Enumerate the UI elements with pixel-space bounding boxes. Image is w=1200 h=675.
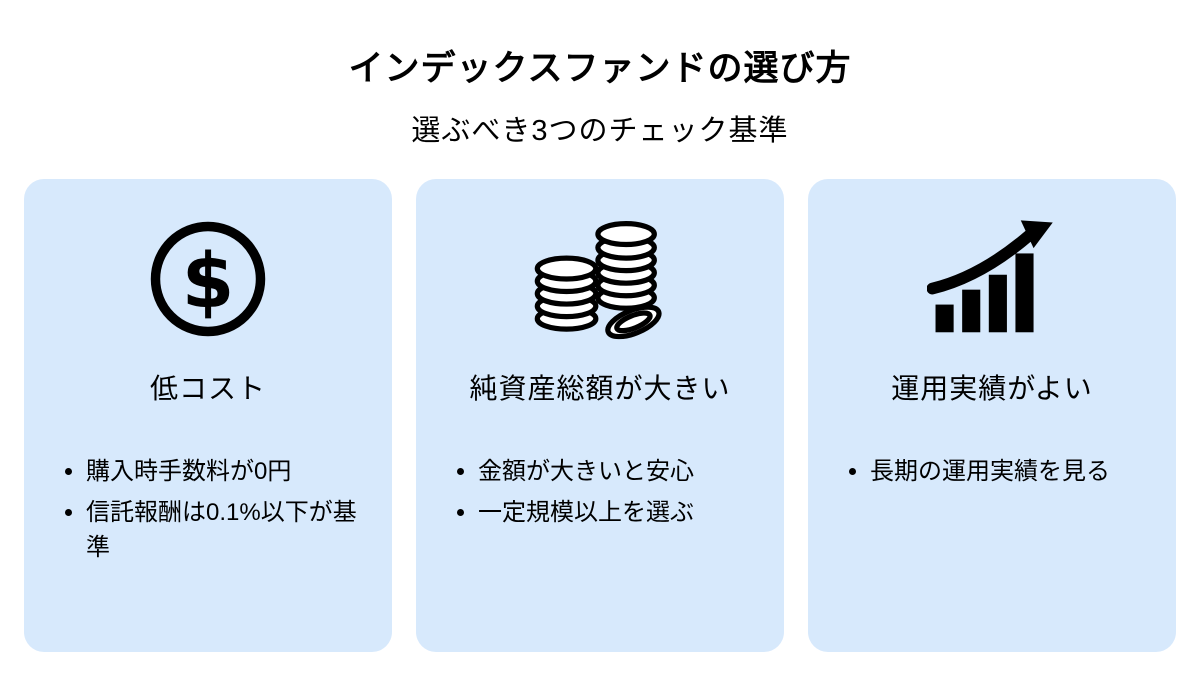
card-net-assets: 純資産総額が大きい 金額が大きいと安心 一定規模以上を選ぶ <box>416 179 784 652</box>
bullet-item: 金額が大きいと安心 <box>478 455 756 490</box>
coin-stack-icon <box>444 209 756 349</box>
card-performance: 運用実績がよい 長期の運用実績を見る <box>808 179 1176 652</box>
bullet-list: 金額が大きいと安心 一定規模以上を選ぶ <box>444 455 756 531</box>
card-heading: 運用実績がよい <box>891 373 1093 404</box>
dollar-coin-icon: $ <box>52 209 364 349</box>
card-heading: 純資産総額が大きい <box>469 373 731 404</box>
bullet-item: 信託報酬は0.1%以下が基準 <box>86 496 364 566</box>
bullet-item: 長期の運用実績を見る <box>870 455 1148 490</box>
card-low-cost: $ 低コスト 購入時手数料が0円 信託報酬は0.1%以下が基準 <box>24 179 392 652</box>
bullet-item: 一定規模以上を選ぶ <box>478 496 756 531</box>
growth-chart-icon <box>836 209 1148 349</box>
bullet-list: 長期の運用実績を見る <box>836 455 1148 490</box>
cards-row: $ 低コスト 購入時手数料が0円 信託報酬は0.1%以下が基準 <box>0 179 1200 652</box>
svg-text:$: $ <box>182 237 235 325</box>
bullet-list: 購入時手数料が0円 信託報酬は0.1%以下が基準 <box>52 455 364 565</box>
card-heading: 低コスト <box>149 373 266 404</box>
page-title: インデックスファンドの選び方 <box>348 49 852 88</box>
page-subtitle: 選ぶべき3つのチェック基準 <box>411 115 789 147</box>
bullet-item: 購入時手数料が0円 <box>86 455 364 490</box>
